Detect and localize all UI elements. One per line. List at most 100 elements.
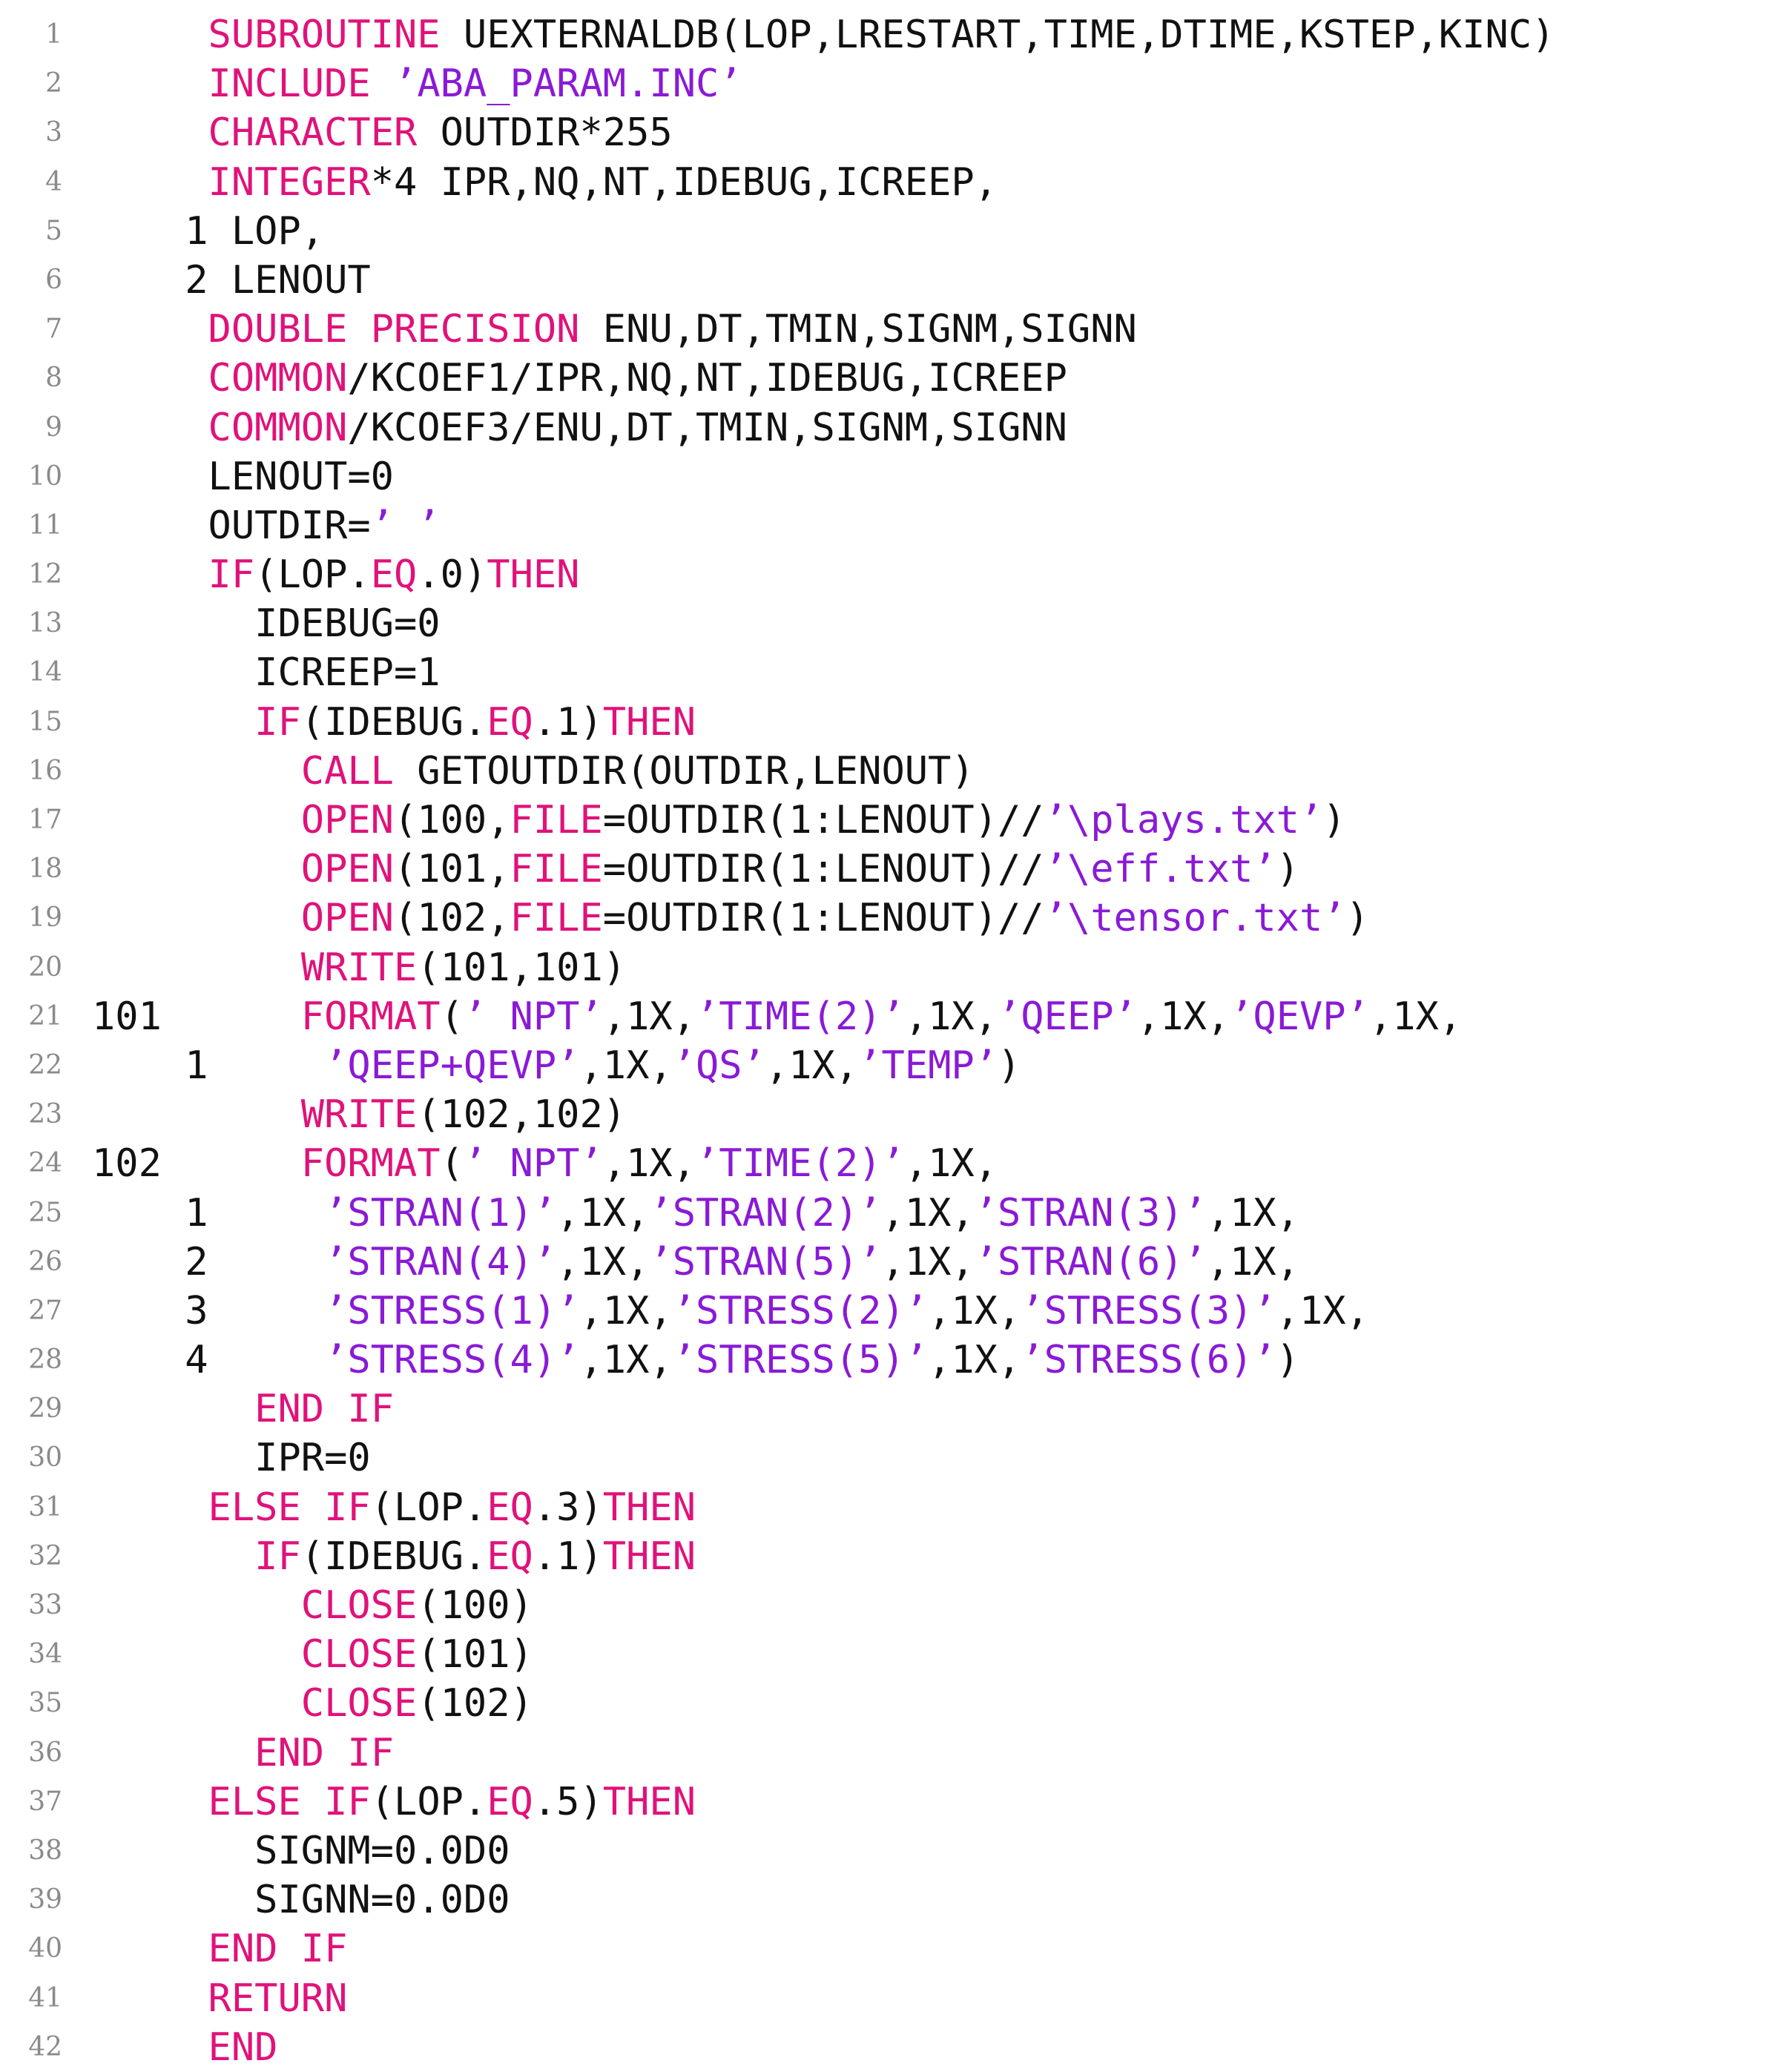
code-text: END — [92, 2023, 278, 2072]
keyword-token: IF — [254, 699, 301, 745]
code-line: 3 CHARACTER OUTDIR*255 — [0, 108, 1786, 157]
code-token: 1 — [92, 1190, 325, 1235]
keyword-token: IF — [254, 1534, 301, 1579]
code-line: 14 ICREEP=1 — [0, 648, 1786, 697]
string-token: ’ ’ — [370, 503, 441, 548]
keyword-token: END IF — [254, 1730, 394, 1775]
code-token — [92, 13, 208, 57]
keyword-token: CALL — [300, 748, 394, 794]
code-token: SIGNN=0.0D0 — [92, 1878, 510, 1923]
code-token — [92, 62, 208, 106]
code-token: *4 IPR,NQ,NT,IDEBUG,ICREEP, — [370, 159, 998, 205]
line-number: 8 — [45, 363, 62, 394]
code-token: (102, — [394, 896, 510, 941]
keyword-token: THEN — [602, 1485, 696, 1530]
code-token: ,1X, — [579, 1288, 673, 1333]
line-number: 7 — [45, 314, 62, 345]
code-token: ,1X, — [1276, 1288, 1369, 1333]
line-number: 42 — [28, 2031, 62, 2062]
string-token: ’STRAN(5)’ — [649, 1239, 882, 1284]
line-number: 22 — [28, 1049, 62, 1080]
line-number: 31 — [28, 1491, 62, 1522]
string-token: ’QS’ — [672, 1043, 765, 1088]
code-token: .1) — [533, 1534, 603, 1579]
line-number: 34 — [28, 1639, 62, 1670]
code-text: SIGNN=0.0D0 — [92, 1875, 510, 1924]
code-token: ( — [440, 1141, 464, 1187]
code-text: 3 ’STRESS(1)’,1X,’STRESS(2)’,1X,’STRESS(… — [92, 1287, 1369, 1336]
keyword-token: WRITE — [300, 1092, 418, 1138]
string-token: ’\eff.txt’ — [1044, 847, 1276, 892]
code-line: 32 IF(IDEBUG.EQ.1)THEN — [0, 1532, 1786, 1581]
string-token: ’STRAN(3)’ — [974, 1190, 1207, 1235]
string-token: ’QEEP+QEVP’ — [324, 1043, 580, 1088]
line-number: 19 — [28, 903, 62, 934]
code-token — [92, 307, 208, 352]
code-line: 20 WRITE(101,101) — [0, 943, 1786, 992]
code-token: ,1X, — [1368, 994, 1463, 1039]
line-number: 4 — [45, 166, 62, 197]
code-line: 34 CLOSE(101) — [0, 1630, 1786, 1679]
keyword-token: THEN — [602, 699, 696, 745]
code-line: 22 1 ’QEEP+QEVP’,1X,’QS’,1X,’TEMP’) — [0, 1041, 1786, 1090]
code-token: LENOUT=0 — [92, 454, 394, 499]
keyword-token: WRITE — [300, 945, 418, 990]
keyword-token: RETURN — [208, 1976, 348, 2021]
code-token: 4 — [92, 1338, 325, 1383]
code-text: OPEN(100,FILE=OUTDIR(1:LENOUT)//’\plays.… — [92, 796, 1346, 845]
code-text: IF(LOP.EQ.0)THEN — [92, 550, 580, 599]
code-text: DOUBLE PRECISION ENU,DT,TMIN,SIGNM,SIGNN — [92, 305, 1137, 354]
keyword-token: EQ — [487, 1779, 533, 1824]
code-token: (101, — [394, 847, 510, 892]
code-token — [92, 406, 208, 450]
code-token: (100, — [394, 798, 510, 842]
code-token: 2 LENOUT — [92, 257, 371, 303]
line-number: 32 — [28, 1540, 62, 1571]
code-text: 1 ’QEEP+QEVP’,1X,’QS’,1X,’TEMP’) — [92, 1041, 1021, 1090]
code-line: 19 OPEN(102,FILE=OUTDIR(1:LENOUT)//’\ten… — [0, 894, 1786, 943]
code-line: 9 COMMON/KCOEF3/ENU,DT,TMIN,SIGNM,SIGNN — [0, 403, 1786, 452]
code-text: CLOSE(100) — [92, 1581, 533, 1630]
code-token: .0) — [417, 552, 487, 598]
line-number: 17 — [28, 805, 62, 835]
string-token: ’STRESS(5)’ — [672, 1338, 929, 1383]
string-token: ’STRESS(4)’ — [324, 1338, 580, 1383]
line-number: 23 — [28, 1099, 62, 1130]
code-text: 2 ’STRAN(4)’,1X,’STRAN(5)’,1X,’STRAN(6)’… — [92, 1238, 1299, 1287]
line-number: 20 — [28, 951, 62, 983]
code-token: (IDEBUG. — [300, 1534, 487, 1579]
code-token — [92, 1632, 301, 1677]
code-token — [92, 1583, 301, 1628]
line-number: 21 — [28, 1000, 62, 1032]
code-token — [92, 110, 208, 155]
code-line: 28 4 ’STRESS(4)’,1X,’STRESS(5)’,1X,’STRE… — [0, 1336, 1786, 1385]
code-line: 42 END — [0, 2023, 1786, 2072]
code-text: WRITE(102,102) — [92, 1090, 626, 1139]
string-token: ’\plays.txt’ — [1044, 798, 1323, 842]
keyword-token: THEN — [602, 1779, 696, 1824]
code-line: 27 3 ’STRESS(1)’,1X,’STRESS(2)’,1X,’STRE… — [0, 1287, 1786, 1336]
code-token — [92, 1731, 254, 1775]
keyword-token: COMMON — [208, 356, 348, 401]
code-token: .3) — [533, 1485, 603, 1530]
line-number: 25 — [28, 1197, 62, 1228]
string-token: ’TIME(2)’ — [696, 994, 905, 1039]
code-token — [92, 1485, 208, 1530]
string-token: ’STRAN(2)’ — [649, 1190, 882, 1235]
code-text: CHARACTER OUTDIR*255 — [92, 108, 673, 157]
string-token: ’ NPT’ — [463, 994, 603, 1039]
code-token: ,1X, — [556, 1239, 650, 1284]
code-token: (100) — [417, 1583, 533, 1628]
code-token: ,1X, — [1136, 994, 1230, 1039]
keyword-token: ELSE IF — [208, 1485, 371, 1530]
code-line: 29 END IF — [0, 1385, 1786, 1433]
line-number: 38 — [28, 1835, 62, 1866]
string-token: ’STRESS(6)’ — [1021, 1338, 1276, 1383]
code-token: ) — [1276, 1338, 1299, 1383]
line-number: 29 — [28, 1393, 62, 1425]
code-token: (101) — [417, 1632, 533, 1677]
code-token — [92, 1780, 208, 1824]
code-text: OPEN(102,FILE=OUTDIR(1:LENOUT)//’\tensor… — [92, 894, 1369, 943]
line-number: 12 — [28, 559, 62, 590]
